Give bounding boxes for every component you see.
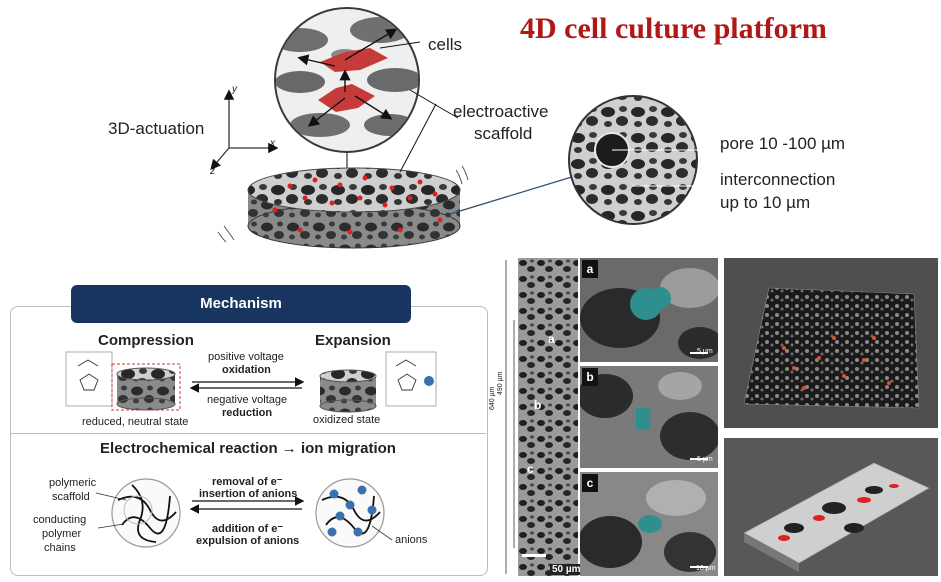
height-inner-label: 490 µm [497, 371, 504, 396]
mechanism-divider [10, 433, 486, 434]
interconnection-label-line2: up to 10 µm [720, 193, 811, 212]
scale-small-c-label: 10 µm [696, 565, 716, 572]
scaffold-pointer [409, 89, 459, 119]
anions-label: anions [395, 534, 428, 546]
conducting-label-line2: polymer [42, 528, 82, 540]
polymeric-label-line1: polymeric [49, 477, 97, 489]
expulsion-label: expulsion of anions [196, 535, 300, 547]
sem-scale-rulers [498, 258, 518, 576]
negative-voltage-label: negative voltage [207, 394, 288, 406]
reaction-title: Electrochemical reaction → ion migration [100, 440, 396, 457]
interconnection-label-line1: interconnection [720, 170, 836, 189]
oxidized-state-label: oxidized state [313, 414, 381, 426]
panel-a-letter: a [582, 260, 598, 278]
panel-b-letter: b [582, 368, 598, 386]
cross-section-marker-b: b [534, 398, 542, 412]
sem-cross-section [518, 258, 578, 576]
scale-small-a-label: 5 µm [697, 348, 713, 355]
scale-bar-main-label: 50 µm [550, 564, 583, 575]
scaffold-pointer [399, 103, 437, 173]
scaffold-disk [247, 167, 461, 249]
cell-shape [320, 48, 388, 72]
axis-z-label: z [210, 166, 215, 177]
polymeric-label-line2: scaffold [52, 491, 90, 503]
compression-label: Compression [98, 332, 194, 349]
sem-panel-a [580, 258, 722, 362]
cells-pointer [379, 41, 421, 49]
reduced-state-label: reduced, neutral state [82, 416, 189, 428]
scaffold-label-line2: scaffold [474, 124, 533, 143]
sem-panel-b [577, 366, 720, 468]
height-outer-label: 640 µm [489, 386, 496, 411]
axis-x-label: x [270, 138, 275, 149]
render-top-panel [724, 258, 938, 428]
reduction-label: reduction [222, 407, 273, 419]
oxidized-polymer-circle [315, 478, 385, 548]
cell-shape [318, 84, 375, 112]
actuation-label: 3D-actuation [108, 119, 205, 138]
removal-label: removal of e⁻ [212, 476, 283, 488]
top-illustration [210, 7, 700, 249]
cells-label: cells [428, 35, 463, 54]
reduced-polymer-circle [111, 478, 181, 548]
conducting-label-line3: chains [44, 542, 76, 554]
pore-size-label: pore 10 -100 µm [720, 134, 846, 153]
expansion-label: Expansion [315, 332, 391, 349]
render-bottom-panel [724, 438, 938, 576]
page-title: 4D cell culture platform [520, 12, 827, 45]
oxidation-label: oxidation [222, 364, 271, 376]
mechanism-header: Mechanism [71, 285, 411, 323]
cross-section-marker-c: c [527, 462, 534, 476]
expanded-scaffold [319, 369, 377, 413]
cells-magnified-view [274, 7, 420, 153]
scale-small-b-label: 5 µm [697, 456, 713, 463]
pore-magnified-view [568, 95, 700, 225]
axis-y-label: y [232, 84, 237, 95]
compressed-scaffold [111, 363, 181, 411]
panel-c-letter: c [582, 474, 598, 492]
conducting-label-line1: conducting [33, 514, 87, 526]
positive-voltage-label: positive voltage [208, 351, 284, 363]
sem-panel-c [578, 472, 718, 576]
addition-label: addition of e⁻ [212, 523, 284, 535]
axes-icon [210, 89, 279, 170]
scaffold-label-line1: electroactive [453, 102, 549, 121]
cross-section-marker-a: a [548, 332, 555, 346]
mechanism-illustrations [65, 351, 437, 548]
insertion-label: insertion of anions [199, 488, 298, 500]
